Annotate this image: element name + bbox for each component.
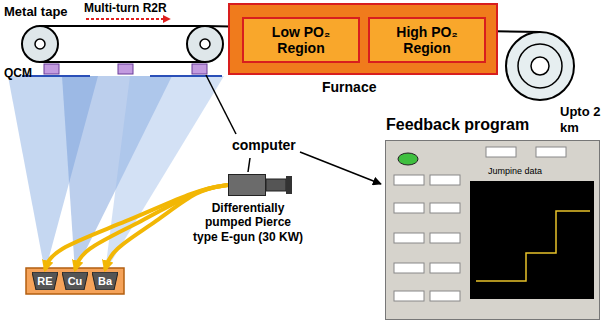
roller-hub: [35, 39, 45, 49]
crucible-outline: [32, 272, 58, 290]
metal-tape: [40, 61, 205, 63]
qcm-sensor: [44, 64, 59, 74]
spool-hub: [531, 57, 549, 75]
input-field: [394, 233, 424, 243]
signal-wire: [206, 75, 236, 134]
input-field: [430, 291, 460, 301]
node-heading: Differentially pumped Pierce type E-gun …: [193, 201, 303, 244]
e-gun-flange: [286, 176, 292, 194]
crucible-outline: [92, 272, 118, 290]
direction-arrow: [86, 18, 170, 20]
node-text: RE: [37, 275, 52, 287]
capacity-note: Upto 2 km: [560, 104, 602, 135]
roller: [187, 26, 223, 62]
qcm-sensor: [118, 64, 133, 74]
crucible-outline: [62, 272, 88, 290]
furnace-zone: Low PO₂ Region: [242, 17, 360, 63]
input-field: [394, 203, 424, 213]
node-text: Ba: [98, 275, 112, 287]
e-gun-barrel: [266, 179, 286, 191]
data-arrow: [300, 152, 381, 184]
input-field: [430, 203, 460, 213]
deposition-zone: [150, 75, 222, 77]
source-hearth: [26, 268, 124, 294]
take-up-spool: [506, 32, 574, 100]
input-field: [486, 147, 516, 157]
input-field: [430, 263, 460, 273]
beam-arrow: [45, 185, 228, 270]
crucible: Cu: [62, 272, 88, 290]
node-text: Cu: [68, 275, 83, 287]
part-label: computer: [232, 137, 296, 154]
chart-title: Jumpine data: [488, 166, 542, 177]
e-gun: Differentially pumped Pierce type E-gun …: [228, 174, 266, 196]
input-field: [394, 291, 424, 301]
node-text: Low PO₂ Region: [259, 24, 343, 56]
furnace-box: FurnaceLow PO₂ RegionHigh PO₂ Region: [228, 3, 498, 75]
crucible: RE: [32, 272, 58, 290]
status-lamp: [398, 153, 418, 165]
metal-tape: [40, 25, 205, 27]
node-heading: Feedback program: [386, 116, 529, 134]
part-label: Metal tape: [4, 4, 68, 20]
motion-label: Multi-turn R2R: [84, 1, 167, 15]
input-field: [394, 263, 424, 273]
roller: [22, 26, 58, 62]
input-field: [394, 175, 424, 185]
spool-ring: [518, 44, 562, 88]
deposition-zone: [22, 75, 90, 77]
chart-area: [470, 181, 594, 299]
input-field: [430, 233, 460, 243]
input-field: [430, 175, 460, 185]
step-trace: [476, 211, 590, 281]
crucible: Ba: [92, 272, 118, 290]
signal-wire: [248, 158, 250, 172]
furnace-zone: High PO₂ Region: [368, 17, 486, 63]
roller-hub: [200, 39, 210, 49]
input-field: [536, 147, 566, 157]
sensor-label: QCM: [4, 66, 32, 80]
qcm-sensor: [192, 64, 207, 74]
node-heading: Furnace: [322, 79, 376, 96]
node-text: High PO₂ Region: [385, 24, 469, 56]
